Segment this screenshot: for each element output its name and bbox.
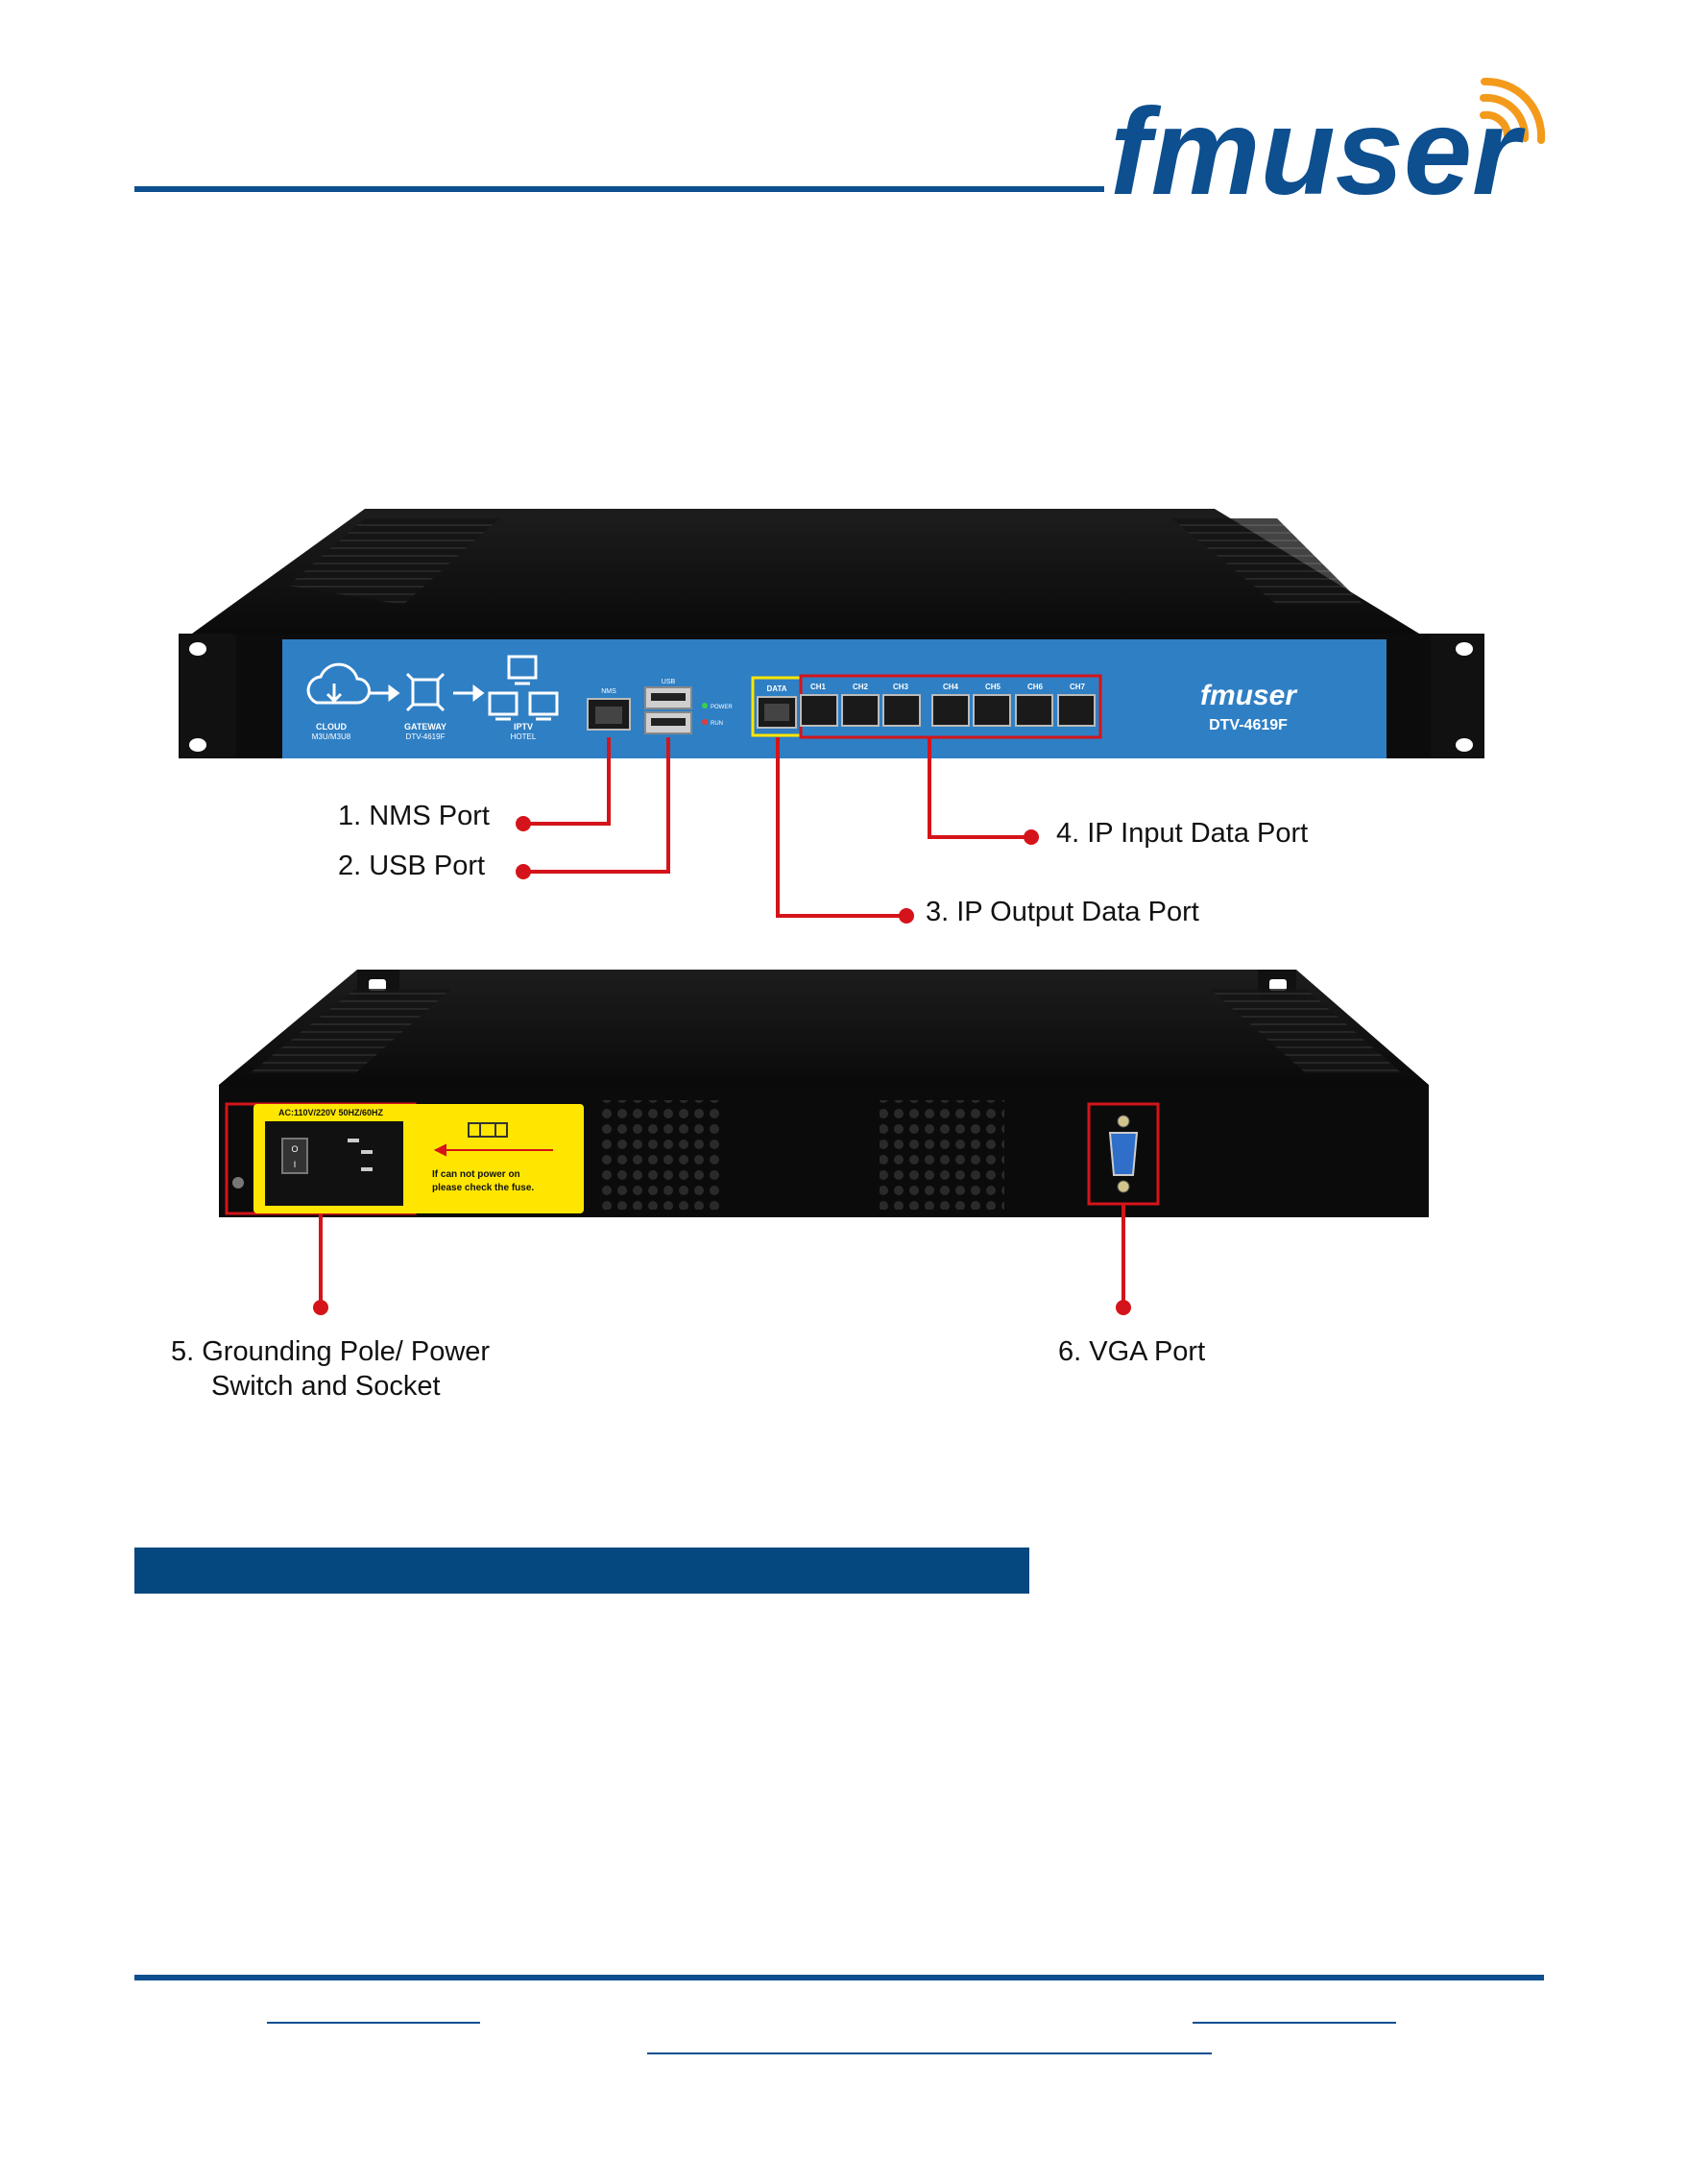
callout-dots <box>313 1300 1131 1315</box>
power-rating-label: AC:110V/220V 50HZ/60HZ <box>278 1108 384 1117</box>
front-vent-left <box>288 518 499 605</box>
svg-text:CH6: CH6 <box>1027 683 1044 691</box>
svg-text:CH4: CH4 <box>943 683 959 691</box>
callout-usb-port: 2. USB Port <box>338 851 486 881</box>
fuse-note-line1: If can not power on <box>432 1169 520 1180</box>
rear-panel-unit: AC:110V/220V 50HZ/60HZ O I If can not po… <box>219 970 1429 1217</box>
left-rack-ear <box>179 634 236 758</box>
callout-power-line2: Switch and Socket <box>211 1371 441 1402</box>
vga-port-icon <box>1108 1132 1139 1176</box>
fmuser-logo: fmuser <box>1110 77 1546 211</box>
svg-text:CH2: CH2 <box>853 683 869 691</box>
diagram-iptv-sub: HOTEL <box>511 732 537 741</box>
arrow-right-icon <box>453 684 485 702</box>
rear-vent-right <box>880 1100 1004 1210</box>
arrow-left-icon <box>433 1143 553 1157</box>
callout-nms-port: 1. NMS Port <box>338 801 490 831</box>
callout-power-line1: 5. Grounding Pole/ Power <box>171 1336 491 1367</box>
power-led-label: POWER <box>711 705 733 710</box>
monitor-icon <box>488 655 559 721</box>
front-panel-unit: CLOUD M3U/M3U8 GATEWAY DTV-4619F IPTV HO… <box>179 509 1484 758</box>
logo-wordmark: fmuser <box>1110 84 1526 211</box>
nms-port-label: NMS <box>601 688 616 695</box>
gateway-icon <box>405 672 446 712</box>
ch1-port <box>800 694 838 727</box>
usb-port-label: USB <box>662 679 676 685</box>
signal-waves-icon <box>1480 77 1546 144</box>
front-chassis-top <box>192 509 1419 634</box>
footer-link-left[interactable] <box>267 2022 480 2024</box>
rear-callout-lines <box>319 1204 1125 1308</box>
front-brand-logo: fmuser <box>1200 680 1298 711</box>
svg-text:CH5: CH5 <box>985 683 1001 691</box>
ch6-port <box>1015 694 1053 727</box>
rear-vent-left <box>599 1100 724 1210</box>
footer-link-right[interactable] <box>1193 2022 1396 2024</box>
section-heading-bar <box>134 1548 1029 1594</box>
ch3-port <box>882 694 921 727</box>
run-led <box>702 719 708 725</box>
diagram-iptv-label: IPTV <box>514 722 533 732</box>
right-rack-ear <box>1431 634 1484 758</box>
ch2-port <box>841 694 880 727</box>
diagram-gateway-label: GATEWAY <box>404 722 446 732</box>
header-rule <box>134 186 1104 192</box>
power-led <box>702 703 708 708</box>
svg-text:CH7: CH7 <box>1070 683 1086 691</box>
rear-chassis-top <box>219 970 1429 1085</box>
front-callout-lines <box>523 737 1031 918</box>
diagram-gateway-sub: DTV-4619F <box>406 732 446 741</box>
ch4-port <box>931 694 970 727</box>
diagram-cloud-sub: M3U/M3U8 <box>312 732 351 741</box>
callout-dots <box>516 816 1039 924</box>
svg-text:CH3: CH3 <box>893 683 909 691</box>
front-vent-right <box>1171 518 1363 605</box>
arrow-right-icon <box>369 684 400 702</box>
ch5-port <box>973 694 1011 727</box>
svg-text:O: O <box>291 1144 298 1154</box>
grounding-pole-icon <box>232 1177 244 1188</box>
callout-ip-input-port: 4. IP Input Data Port <box>1056 818 1309 849</box>
front-model-label: DTV-4619F <box>1209 717 1288 733</box>
callout-vga-port: 6. VGA Port <box>1058 1336 1206 1367</box>
footer-rule <box>134 1975 1544 1980</box>
svg-text:I: I <box>294 1160 297 1169</box>
power-switch <box>281 1138 308 1174</box>
data-port-label: DATA <box>766 684 786 693</box>
ch7-port <box>1057 694 1096 727</box>
footer-link-center[interactable] <box>647 2052 1212 2054</box>
fuse-note-line2: please check the fuse. <box>432 1183 534 1193</box>
run-led-label: RUN <box>711 721 723 727</box>
svg-text:CH1: CH1 <box>810 683 827 691</box>
fuse-icon <box>468 1122 508 1138</box>
callout-ip-output-port: 3. IP Output Data Port <box>926 897 1199 927</box>
diagram-cloud-label: CLOUD <box>316 722 347 732</box>
ch-port-group: CH1 CH2 CH3 CH4 CH5 CH6 CH7 <box>800 683 1096 727</box>
